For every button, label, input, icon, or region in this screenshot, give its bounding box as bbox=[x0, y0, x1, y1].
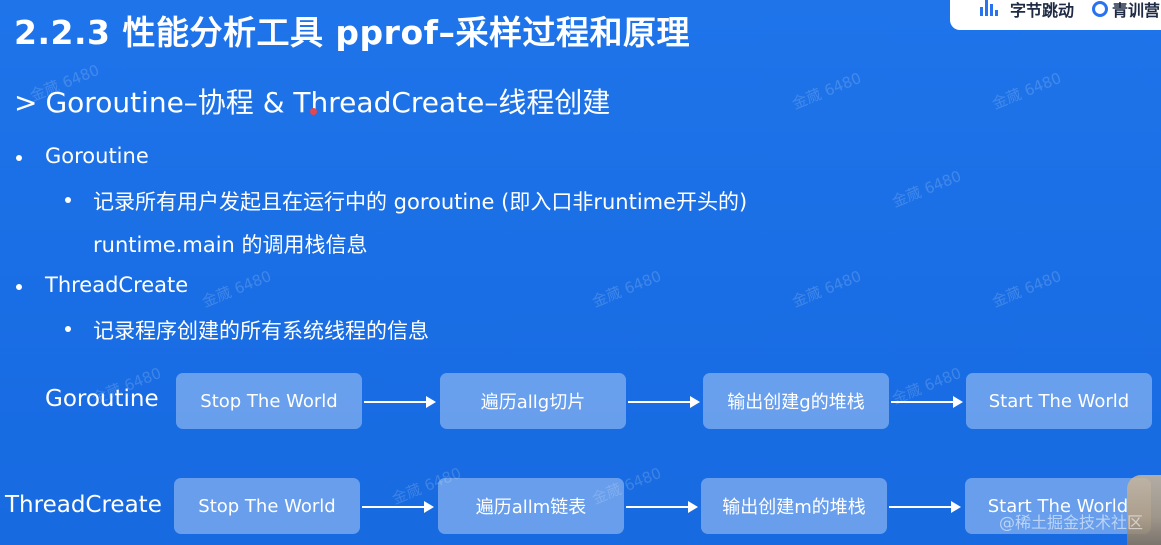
flow-arrow-icon bbox=[626, 501, 698, 513]
bullet-threadcreate: ThreadCreate bbox=[16, 273, 189, 297]
watermark: 金蒇 6480 bbox=[889, 166, 964, 211]
sub-bullet-text: runtime.main 的调用栈信息 bbox=[93, 233, 368, 257]
sub-bullet: 记录所有用户发起且在运行中的 goroutine (即入口非runtime开头的… bbox=[65, 186, 748, 216]
bullet-dot-icon bbox=[16, 284, 22, 290]
sub-bullet-continuation: runtime.main 的调用栈信息 bbox=[93, 229, 368, 259]
sub-bullet-text: 记录程序创建的所有系统线程的信息 bbox=[93, 319, 429, 343]
bullet-goroutine: Goroutine bbox=[16, 144, 149, 168]
flow-step: Stop The World bbox=[174, 478, 360, 534]
flow-label-goroutine: Goroutine bbox=[45, 386, 159, 412]
flow-arrow-icon bbox=[362, 501, 434, 513]
flow-step: Start The World bbox=[965, 478, 1151, 534]
flow-step: 遍历allg切片 bbox=[440, 373, 626, 429]
flow-step: 输出创建m的堆栈 bbox=[701, 478, 887, 534]
watermark: 金蒇 6480 bbox=[789, 266, 864, 311]
section-heading-text: Goroutine–协程 & ThreadCreate–线程创建 bbox=[45, 86, 611, 119]
flow-label-threadcreate: ThreadCreate bbox=[5, 492, 162, 518]
bullet-dot-icon bbox=[65, 326, 71, 332]
flow-step: 遍历allm链表 bbox=[438, 478, 624, 534]
bytedance-logo-icon bbox=[980, 0, 998, 16]
watermark: 金蒇 6480 bbox=[589, 266, 664, 311]
brand-name: 字节跳动 bbox=[1010, 1, 1075, 20]
watermark: 金蒇 6480 bbox=[989, 68, 1064, 113]
sub-bullet: 记录程序创建的所有系统线程的信息 bbox=[65, 315, 429, 345]
community-watermark: @稀土掘金技术社区 bbox=[998, 513, 1143, 532]
flow-arrow-icon bbox=[364, 396, 436, 408]
flow-step: Stop The World bbox=[176, 373, 362, 429]
flow-arrow-icon bbox=[889, 501, 961, 513]
bullet-dot-icon bbox=[16, 155, 22, 161]
bullet-label: ThreadCreate bbox=[45, 273, 189, 297]
flow-step: Start The World bbox=[966, 373, 1152, 429]
brand-logo: 字节跳动 青训营 bbox=[950, 0, 1161, 30]
section-heading: >Goroutine–协程 & ThreadCreate–线程创建 bbox=[14, 81, 610, 121]
flow-arrow-icon bbox=[891, 396, 963, 408]
laser-pointer-icon bbox=[310, 108, 317, 115]
bullet-dot-icon bbox=[65, 197, 71, 203]
watermark: 金蒇 6480 bbox=[199, 266, 274, 311]
watermark: 金蒇 6480 bbox=[789, 68, 864, 113]
flow-step: 输出创建g的堆栈 bbox=[703, 373, 889, 429]
camp-logo-icon bbox=[1092, 1, 1108, 17]
speaker-video-thumbnail bbox=[1127, 475, 1161, 545]
sub-bullet-text: 记录所有用户发起且在运行中的 goroutine (即入口非runtime开头的… bbox=[93, 190, 748, 214]
chevron-right-icon: > bbox=[14, 86, 38, 119]
camp-name: 青训营 bbox=[1112, 1, 1161, 20]
bullet-label: Goroutine bbox=[45, 144, 149, 168]
flow-arrow-icon bbox=[628, 396, 700, 408]
slide-title: 2.2.3 性能分析工具 pprof–采样过程和原理 bbox=[14, 13, 690, 52]
watermark: 金蒇 6480 bbox=[989, 266, 1064, 311]
